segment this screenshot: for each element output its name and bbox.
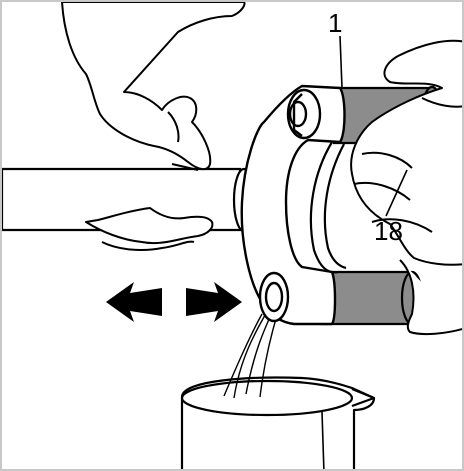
callout-label-18: 18 xyxy=(374,216,403,246)
clamp-housing xyxy=(240,84,346,326)
callout-label-1: 1 xyxy=(328,8,343,38)
leader-line-1 xyxy=(339,35,343,89)
leader-line-18 xyxy=(385,169,408,217)
lower-grip xyxy=(320,270,424,326)
measuring-jug-icon xyxy=(180,376,376,469)
left-hand-icon xyxy=(61,2,246,251)
arch-frame xyxy=(309,141,347,274)
right-hand-icon xyxy=(350,39,462,336)
left-arrow-icon xyxy=(106,282,162,322)
right-arrow-icon xyxy=(186,282,242,322)
